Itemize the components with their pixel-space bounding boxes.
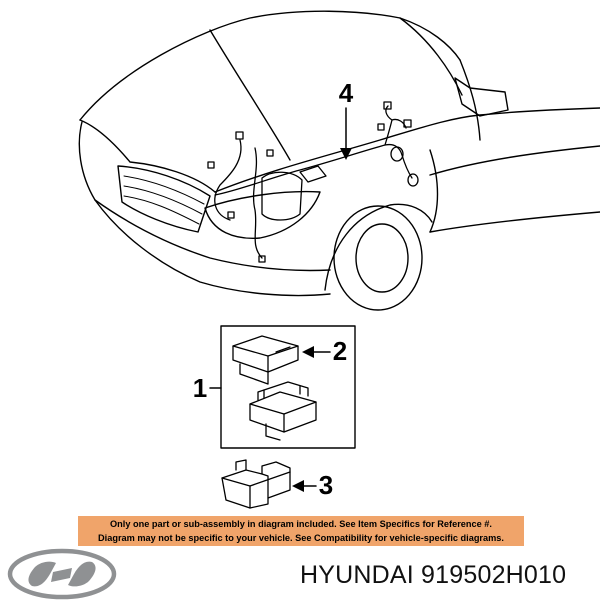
front-tire xyxy=(333,205,423,311)
assembly-frame xyxy=(220,325,356,449)
wiring-harness xyxy=(207,101,419,263)
side-mirror xyxy=(454,77,509,117)
connector xyxy=(227,211,235,219)
callout-label-2: 2 xyxy=(333,336,347,366)
callout-4-group: 4 xyxy=(339,78,354,160)
fender-line xyxy=(214,107,600,193)
harness-main-run xyxy=(214,143,403,196)
connector xyxy=(403,119,412,128)
side-crease xyxy=(429,145,600,176)
connector xyxy=(377,123,385,131)
harness-left-branch xyxy=(214,139,242,221)
callout-label-3: 3 xyxy=(319,470,333,500)
relay-box-body xyxy=(249,381,317,441)
notice-line-1: Only one part or sub-assembly in diagram… xyxy=(110,519,492,529)
wheel-arch xyxy=(324,203,433,291)
connector xyxy=(207,161,215,169)
connector xyxy=(383,101,392,110)
hood-outline xyxy=(79,10,461,121)
grille-frame xyxy=(117,165,211,233)
hyundai-logo-icon xyxy=(7,548,117,600)
connector xyxy=(258,255,266,263)
relay-box-on-car xyxy=(299,165,327,183)
harness-right-branch xyxy=(384,105,407,146)
connector xyxy=(266,149,274,157)
car-body-illustration xyxy=(78,10,600,311)
harness-left-branch-2 xyxy=(252,147,263,259)
notice-line-2: Diagram may not be specific to your vehi… xyxy=(98,533,504,543)
horn xyxy=(390,146,404,162)
callout-arrow-3 xyxy=(292,480,304,492)
windshield-frame xyxy=(399,17,481,141)
notice-banner: Only one part or sub-assembly in diagram… xyxy=(78,516,524,546)
hood-crease xyxy=(209,29,291,161)
relay-box-cover xyxy=(232,335,299,385)
callout-label-1: 1 xyxy=(193,373,207,403)
front-rim xyxy=(355,223,409,293)
callout-arrow-2 xyxy=(302,346,314,358)
parts-group-box: 1 2 xyxy=(193,325,356,449)
callout-arrow-4 xyxy=(340,148,352,160)
brand-part-number: HYUNDAI 919502H010 xyxy=(300,561,567,589)
front-bumper xyxy=(78,121,331,297)
door-line xyxy=(429,149,439,233)
lower-grille-line xyxy=(94,199,331,272)
callout-label-4: 4 xyxy=(339,78,354,108)
battery-area xyxy=(261,171,303,221)
notice-banner-background xyxy=(78,516,524,546)
headlight xyxy=(204,190,321,239)
grille-bars xyxy=(123,175,205,225)
sensor xyxy=(407,173,419,187)
connector xyxy=(235,131,244,140)
relay-box-bracket xyxy=(221,459,291,509)
hood-front-edge xyxy=(79,119,216,193)
side-sill xyxy=(429,211,600,233)
